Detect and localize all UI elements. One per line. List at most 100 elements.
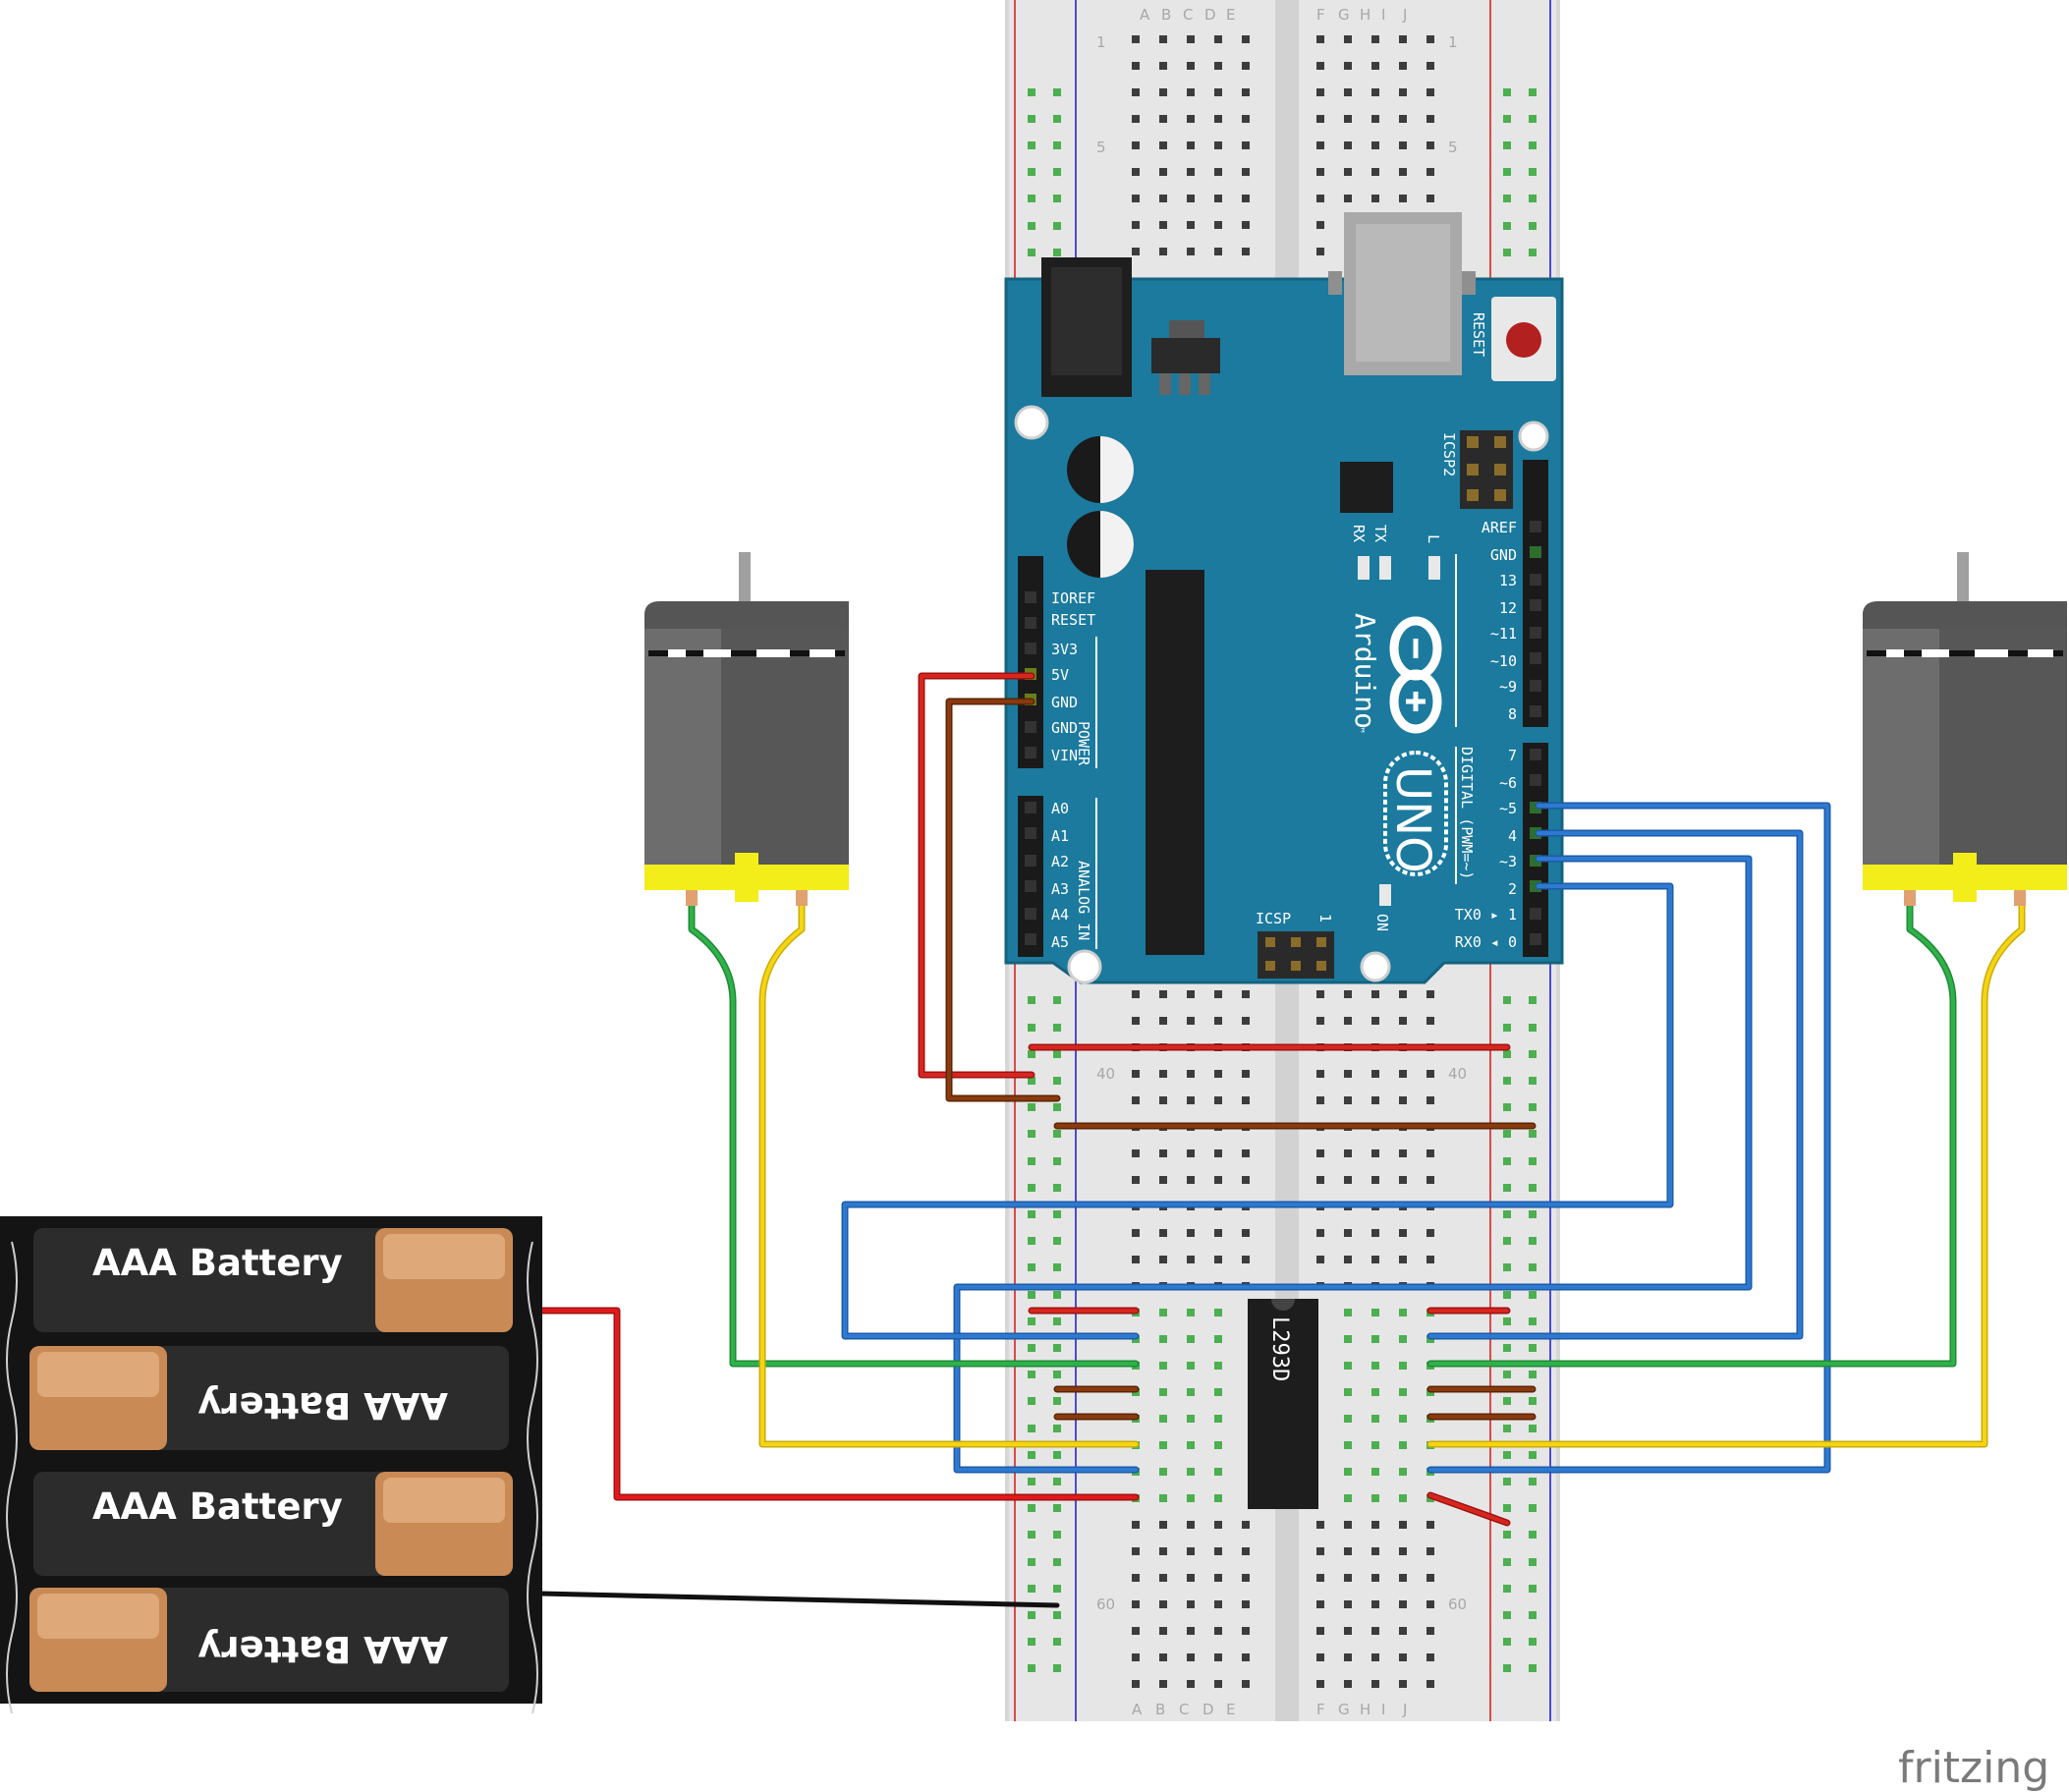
breadboard-hole <box>1242 1096 1250 1104</box>
breadboard-hole <box>1187 1415 1195 1423</box>
battery-2-label: AAA Battery <box>197 1384 448 1427</box>
rail-hole <box>1028 1077 1035 1085</box>
battery-cell-1 <box>33 1228 513 1332</box>
breadboard-hole <box>1159 1600 1167 1608</box>
svg-text:7: 7 <box>1508 747 1517 764</box>
breadboard-hole <box>1132 88 1140 96</box>
breadboard-hole <box>1214 141 1222 149</box>
svg-text:13: 13 <box>1499 572 1517 589</box>
breadboard-hole <box>1214 1680 1222 1688</box>
breadboard-hole <box>1426 1627 1434 1635</box>
breadboard-hole <box>1371 1362 1379 1370</box>
breadboard-hole <box>1344 990 1352 998</box>
breadboard-hole <box>1399 1600 1407 1608</box>
breadboard-hole <box>1214 1335 1222 1343</box>
rail-hole <box>1529 1585 1537 1593</box>
rail-hole <box>1529 1397 1537 1405</box>
rail-hole <box>1053 1077 1061 1085</box>
icsp2-label: ICSP2 <box>1440 432 1458 476</box>
breadboard-hole <box>1242 168 1250 176</box>
breadboard-hole <box>1344 1441 1352 1449</box>
breadboard-hole <box>1132 1680 1140 1688</box>
svg-text:2: 2 <box>1508 880 1517 898</box>
breadboard-hole <box>1371 1415 1379 1423</box>
breadboard-hole <box>1187 168 1195 176</box>
breadboard-hole <box>1187 1256 1195 1263</box>
rail-hole <box>1529 1504 1537 1512</box>
breadboard-hole <box>1187 1574 1195 1582</box>
breadboard-hole <box>1159 141 1167 149</box>
breadboard-hole <box>1399 1415 1407 1423</box>
svg-text:1: 1 <box>1448 33 1458 51</box>
breadboard-hole <box>1344 1362 1352 1370</box>
rail-hole <box>1053 1130 1061 1138</box>
breadboard-hole <box>1187 1521 1195 1529</box>
breadboard-hole <box>1242 1070 1250 1078</box>
breadboard-hole <box>1159 1415 1167 1423</box>
svg-text:C: C <box>1183 6 1193 24</box>
breadboard-hole <box>1316 88 1324 96</box>
battery-cell-4 <box>29 1588 509 1692</box>
breadboard-hole <box>1371 1229 1379 1237</box>
breadboard-hole <box>1132 221 1140 229</box>
breadboard-hole <box>1316 1149 1324 1157</box>
rail-hole <box>1529 1184 1537 1192</box>
breadboard-hole <box>1344 62 1352 70</box>
breadboard-hole <box>1399 1256 1407 1263</box>
breadboard-hole <box>1159 1388 1167 1396</box>
breadboard-hole <box>1214 1653 1222 1661</box>
rail-hole <box>1053 222 1061 230</box>
svg-text:3V3: 3V3 <box>1051 641 1078 658</box>
breadboard-hole <box>1399 1229 1407 1237</box>
breadboard-hole <box>1344 88 1352 96</box>
rail-hole <box>1503 1585 1511 1593</box>
breadboard-hole <box>1214 248 1222 255</box>
breadboard-hole <box>1159 168 1167 176</box>
breadboard-hole <box>1132 1627 1140 1635</box>
brand-label: Arduino <box>1349 613 1381 729</box>
breadboard-hole <box>1399 62 1407 70</box>
breadboard-hole <box>1159 1494 1167 1502</box>
rail-hole <box>1503 1371 1511 1378</box>
rail-hole <box>1529 1024 1537 1032</box>
svg-text:J: J <box>1402 6 1407 24</box>
breadboard-hole <box>1371 1388 1379 1396</box>
battery-1-label: AAA Battery <box>92 1242 343 1284</box>
svg-text:GND: GND <box>1051 694 1078 711</box>
breadboard-hole <box>1399 1680 1407 1688</box>
breadboard-hole <box>1214 1468 1222 1476</box>
rail-hole <box>1028 115 1035 123</box>
breadboard-hole <box>1132 1149 1140 1157</box>
breadboard-hole <box>1371 35 1379 43</box>
breadboard-hole <box>1399 1468 1407 1476</box>
breadboard-hole <box>1132 1653 1140 1661</box>
rail-hole <box>1053 1103 1061 1111</box>
digital-pin-labels-upper: AREF GND 13 12 ~11 ~10 ~9 8 <box>1482 519 1517 723</box>
breadboard-hole <box>1426 35 1434 43</box>
breadboard-hole <box>1242 1176 1250 1184</box>
svg-text:F: F <box>1316 1701 1325 1718</box>
breadboard-hole <box>1187 1070 1195 1078</box>
rail-hole <box>1529 1210 1537 1218</box>
rail-hole <box>1503 141 1511 149</box>
rail-hole <box>1053 1157 1061 1165</box>
breadboard-hole <box>1242 1149 1250 1157</box>
breadboard-hole <box>1371 168 1379 176</box>
breadboard-hole <box>1371 1070 1379 1078</box>
breadboard-hole <box>1242 88 1250 96</box>
rail-hole <box>1503 1317 1511 1325</box>
rail-hole <box>1053 1317 1061 1325</box>
breadboard-hole <box>1426 1574 1434 1582</box>
analog-pin-labels: A0 A1 A2 A3 A4 A5 <box>1051 800 1069 951</box>
breadboard-hole <box>1214 1627 1222 1635</box>
svg-text:~6: ~6 <box>1499 774 1517 792</box>
svg-text:TX0 ▸ 1: TX0 ▸ 1 <box>1455 906 1517 924</box>
rail-hole <box>1053 88 1061 96</box>
breadboard-hole <box>1399 35 1407 43</box>
breadboard-hole <box>1426 195 1434 202</box>
breadboard-hole <box>1316 1096 1324 1104</box>
rail-hole <box>1028 1425 1035 1432</box>
breadboard-hole <box>1344 1096 1352 1104</box>
svg-text:5V: 5V <box>1051 666 1069 684</box>
rail-hole <box>1028 1344 1035 1352</box>
